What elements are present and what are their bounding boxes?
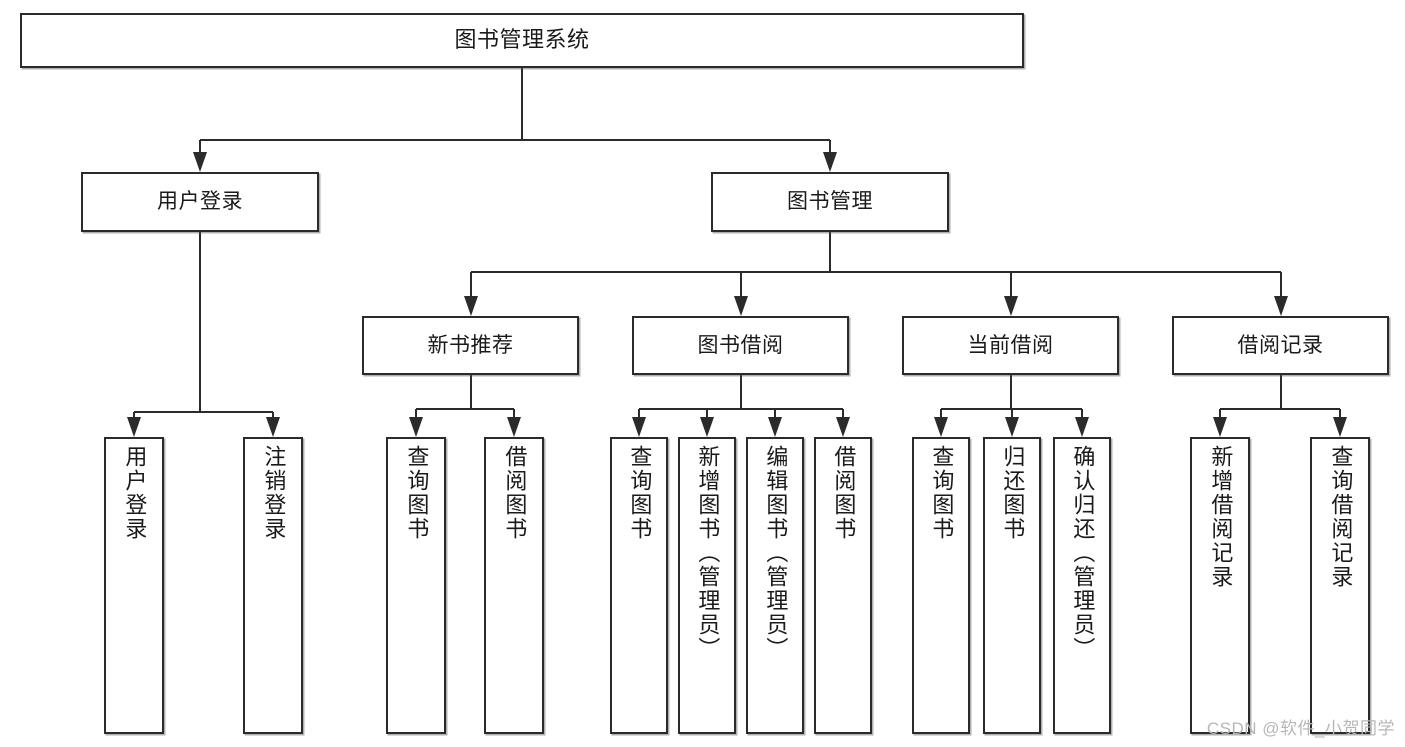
node-label: 借阅图书 [502,445,528,541]
node-label: 图书管理系统 [454,27,590,53]
node-leaf-bb-query[interactable]: 查询图书 [610,437,668,734]
node-label: 查询图书 [627,445,653,541]
node-new-book-rec[interactable]: 新书推荐 [362,316,579,375]
node-label: 图书管理 [787,190,873,214]
node-leaf-cb-query[interactable]: 查询图书 [912,437,970,734]
node-leaf-nb-query[interactable]: 查询图书 [386,437,446,734]
node-leaf-br-query[interactable]: 查询借阅记录 [1310,437,1370,734]
node-book-borrow[interactable]: 图书借阅 [632,316,849,375]
node-label: 编辑图书（管理员） [763,445,789,661]
node-label: 注销登录 [261,445,287,541]
node-label: 用户登录 [157,190,243,214]
node-label: 借阅图书 [831,445,857,541]
node-label: 查询借阅记录 [1328,445,1354,589]
node-leaf-bb-add[interactable]: 新增图书（管理员） [678,437,736,734]
node-leaf-cb-return[interactable]: 归还图书 [983,437,1041,734]
node-label: 确认归还（管理员） [1070,445,1096,661]
node-user-login[interactable]: 用户登录 [81,172,319,232]
node-leaf-user-login[interactable]: 用户登录 [104,437,164,734]
node-leaf-logout[interactable]: 注销登录 [243,437,303,734]
node-label: 借阅记录 [1237,333,1324,357]
node-label: 当前借阅 [967,333,1054,357]
node-label: 查询图书 [929,445,955,541]
node-label: 新书推荐 [427,333,514,357]
node-label: 归还图书 [1000,445,1026,541]
node-root[interactable]: 图书管理系统 [20,13,1024,68]
node-label: 新增借阅记录 [1208,445,1234,589]
node-label: 用户登录 [122,445,148,541]
node-leaf-bb-borrow[interactable]: 借阅图书 [814,437,872,734]
node-leaf-cb-confirm[interactable]: 确认归还（管理员） [1053,437,1111,734]
node-leaf-nb-borrow[interactable]: 借阅图书 [484,437,544,734]
node-leaf-br-add[interactable]: 新增借阅记录 [1190,437,1250,734]
node-current-borrow[interactable]: 当前借阅 [902,316,1119,375]
node-label: 新增图书（管理员） [695,445,721,661]
node-book-manage[interactable]: 图书管理 [711,172,949,232]
node-label: 查询图书 [404,445,430,541]
node-leaf-bb-edit[interactable]: 编辑图书（管理员） [746,437,804,734]
node-borrow-record[interactable]: 借阅记录 [1172,316,1389,375]
node-label: 图书借阅 [697,333,784,357]
